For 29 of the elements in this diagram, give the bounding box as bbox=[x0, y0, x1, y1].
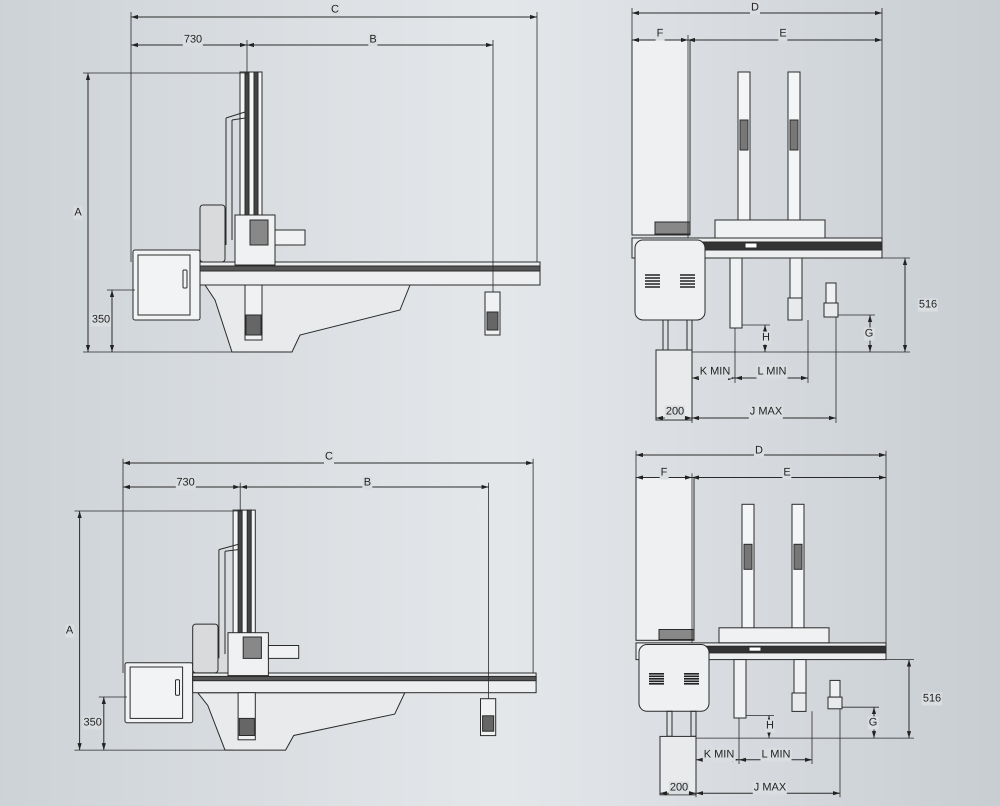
dimension-label: H bbox=[761, 332, 771, 344]
dimension-label: 200 bbox=[668, 782, 690, 795]
dimension-label: F bbox=[660, 466, 668, 479]
dimension-label: 350 bbox=[82, 716, 103, 730]
dimension-label: D bbox=[750, 2, 760, 14]
dimension-label: 516 bbox=[922, 692, 942, 706]
dimension-label: K MIN bbox=[702, 748, 736, 762]
dimension-label: K MIN bbox=[698, 366, 732, 378]
dimension-label: E bbox=[782, 466, 792, 479]
dimension-label: H bbox=[765, 720, 775, 733]
dimension-label: C bbox=[324, 450, 334, 464]
dimension-label: L MIN bbox=[756, 366, 788, 378]
dimension-label: D bbox=[754, 444, 764, 458]
dimension-label: J MAX bbox=[748, 406, 784, 418]
dimension-label: L MIN bbox=[760, 748, 792, 762]
dimension-label: 730 bbox=[175, 476, 196, 490]
dimension-label: A bbox=[73, 206, 83, 220]
dimension-label: 200 bbox=[664, 406, 686, 418]
dimension-label: J MAX bbox=[752, 782, 788, 795]
dimension-label: 350 bbox=[90, 314, 112, 326]
dimension-label: F bbox=[656, 28, 664, 40]
dimension-label: A bbox=[64, 624, 74, 638]
dimension-label: 730 bbox=[182, 34, 204, 46]
dimension-label: G bbox=[864, 328, 874, 340]
dimension-label: G bbox=[868, 716, 878, 730]
dimension-label: 516 bbox=[918, 298, 938, 312]
dimension-label: B bbox=[368, 34, 378, 46]
dimension-label: E bbox=[778, 28, 788, 40]
dimension-label: B bbox=[362, 476, 372, 490]
